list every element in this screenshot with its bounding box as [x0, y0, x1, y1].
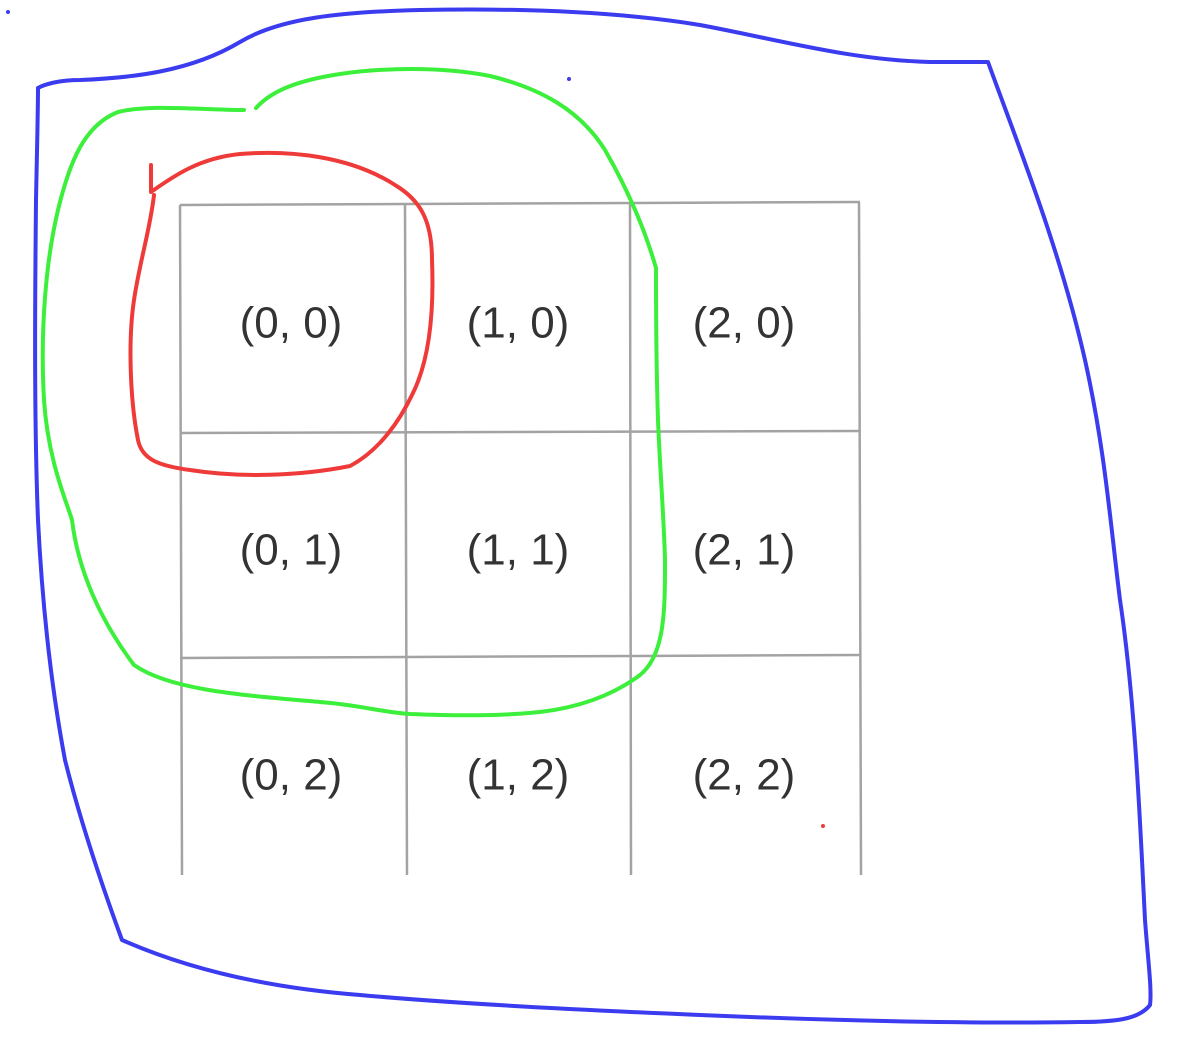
grid-line-row-1 — [179, 429, 861, 435]
red-hand-drawn-outline — [128, 150, 435, 477]
cell-label: (1, 2) — [467, 751, 570, 800]
grid-line-left — [178, 204, 184, 876]
cell-label: (2, 1) — [693, 526, 796, 575]
green-hand-drawn-outline — [40, 67, 667, 718]
cell-label: (1, 0) — [467, 299, 570, 348]
stray-blue-dot — [6, 10, 10, 14]
cell-label: (0, 1) — [240, 526, 343, 575]
grid — [178, 200, 863, 876]
grid-line-right — [857, 201, 863, 876]
cell-label: (2, 0) — [693, 299, 796, 348]
grid-line-top — [179, 200, 861, 207]
cell-labels: (0, 0) (1, 0) (2, 0) (0, 1) (1, 1) (2, 1… — [240, 299, 796, 800]
grid-line-col-2 — [628, 203, 633, 876]
grid-line-row-2 — [179, 653, 861, 660]
cell-label: (0, 0) — [240, 299, 343, 348]
blue-hand-drawn-outline — [33, 7, 1153, 1025]
cell-label: (1, 1) — [467, 526, 570, 575]
grid-line-col-1 — [403, 204, 409, 876]
cell-label: (2, 2) — [693, 751, 796, 800]
stray-red-dot — [821, 824, 825, 828]
stray-blue-dot — [567, 77, 571, 81]
cell-label: (0, 2) — [240, 751, 343, 800]
